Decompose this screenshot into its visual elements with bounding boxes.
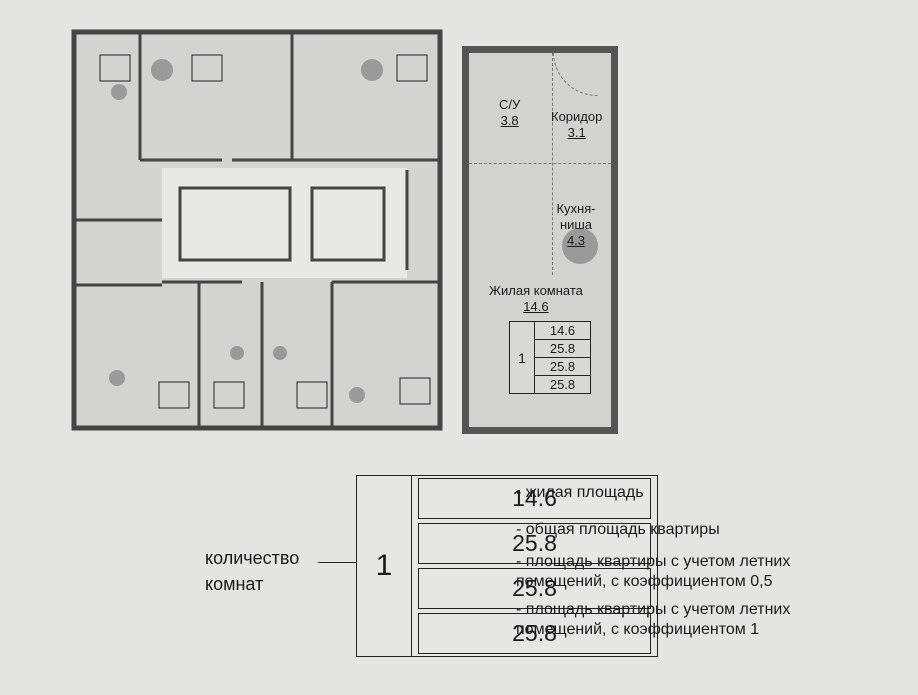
area-value: 25.8 bbox=[535, 358, 590, 376]
room-area: 3.8 bbox=[500, 113, 519, 128]
room-name: Кухня-ниша bbox=[556, 201, 596, 232]
legend-value: 25.8 bbox=[418, 523, 651, 564]
legend-description: - площадь квартиры с учетом летних помещ… bbox=[516, 553, 791, 590]
legend-description: - общая площадь квартиры bbox=[516, 521, 720, 538]
area-value: 25.8 bbox=[549, 377, 576, 392]
room-area: 14.6 bbox=[523, 299, 549, 314]
legend-rooms-count: 1 bbox=[357, 476, 412, 656]
apartment-tables bbox=[99, 54, 431, 409]
door-arc bbox=[553, 51, 598, 96]
highlight-markers bbox=[109, 59, 383, 403]
stairwell bbox=[178, 186, 292, 262]
zone-divider bbox=[552, 53, 553, 275]
floor-plan bbox=[71, 29, 443, 431]
unit-area-table: 1 14.6 25.8 25.8 25.8 bbox=[509, 321, 591, 394]
room-name: Коридор bbox=[551, 109, 603, 124]
room-area: 4.3 bbox=[566, 233, 586, 248]
rooms-count-label: количество комнат bbox=[205, 548, 300, 594]
legend-value: 25.8 bbox=[418, 568, 651, 609]
leader-line bbox=[318, 562, 356, 563]
room-name: С/У bbox=[499, 97, 521, 112]
legend-table: 1 14.6 25.8 25.8 25.8 bbox=[356, 475, 658, 657]
legend-description: - жилая площадь bbox=[516, 484, 644, 501]
walls bbox=[74, 32, 440, 428]
rooms-count: 1 bbox=[510, 322, 535, 393]
room-area: 3.1 bbox=[567, 125, 586, 140]
legend-description: - площадь квартиры с учетом летних помещ… bbox=[516, 601, 791, 638]
elevator-shaft bbox=[310, 186, 386, 262]
legend-value: 14.6 bbox=[418, 478, 651, 519]
area-value: 14.6 bbox=[535, 322, 590, 340]
room-name: Жилая комната bbox=[489, 283, 583, 298]
legend-value: 25.8 bbox=[418, 613, 651, 654]
zone-divider bbox=[469, 163, 611, 164]
area-value: 25.8 bbox=[535, 340, 590, 358]
kitchen-marker bbox=[562, 228, 598, 264]
